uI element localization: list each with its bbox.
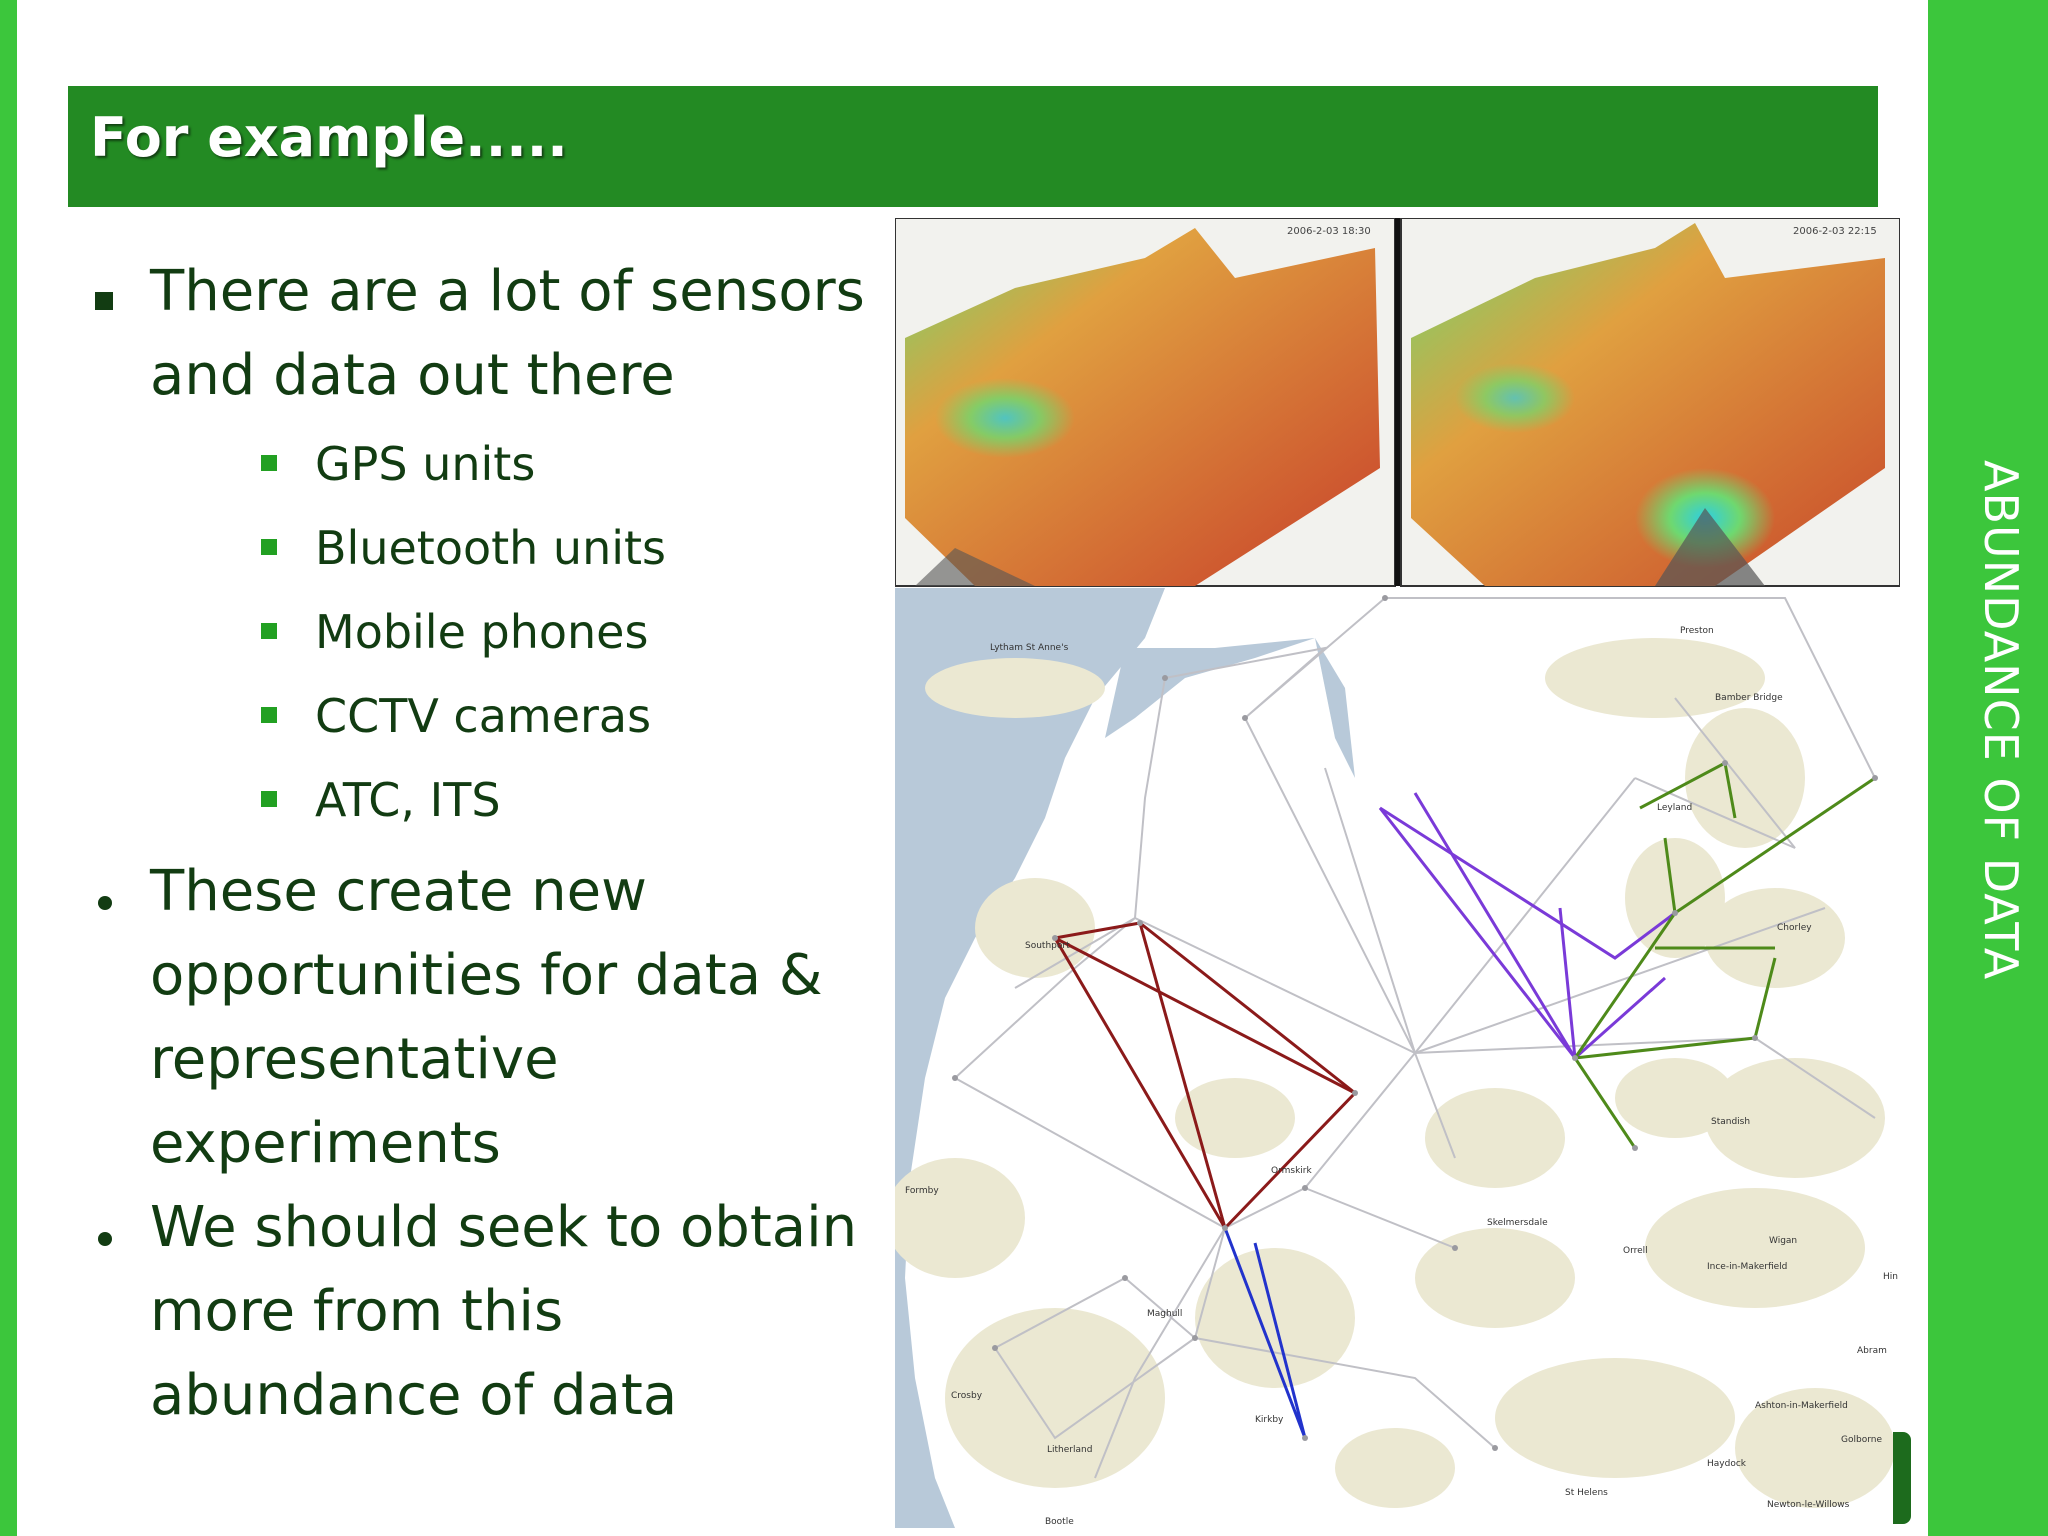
network-links-grey <box>954 597 1876 1479</box>
sub-bullet-text: GPS units <box>315 437 536 491</box>
place-label: Skelmersdale <box>1487 1218 1548 1228</box>
side-title: ABUNDANCE OF DATA <box>1974 460 2028 981</box>
place-label: Lytham St Anne's <box>990 643 1069 653</box>
place-label: St Helens <box>1565 1488 1608 1498</box>
sub-bullet-item: GPS units <box>95 422 875 506</box>
place-label: Leyland <box>1657 803 1692 813</box>
bullet-list: There are a lot of sensors and data out … <box>95 250 875 1438</box>
sea-area <box>895 588 1165 1528</box>
square-bullet-marker <box>95 250 135 334</box>
heatmap-right: 2006-2-03 22:15 <box>1400 217 1901 587</box>
side-band <box>1928 0 2048 1536</box>
round-bullet-marker <box>95 850 135 934</box>
place-label: Kirkby <box>1255 1415 1284 1425</box>
place-label: Golborne <box>1841 1435 1882 1445</box>
heatmap-left-timestamp: 2006-2-03 18:30 <box>1287 226 1371 237</box>
bullet-item: There are a lot of sensors and data out … <box>95 250 875 418</box>
bullet-item: We should seek to obtain more from this … <box>95 1186 875 1438</box>
place-label: Newton-le-Willows <box>1767 1500 1850 1510</box>
estuary-area <box>1105 638 1315 738</box>
place-label: Bamber Bridge <box>1715 693 1783 703</box>
place-label: Ormskirk <box>1271 1166 1312 1176</box>
figure-panel: 2006-2-03 18:30 2006-2-03 22:15 <box>885 217 1901 1528</box>
round-bullet-marker <box>95 1186 135 1270</box>
bullet-text: We should seek to obtain more from this … <box>150 1195 858 1428</box>
place-label: Haydock <box>1707 1459 1747 1469</box>
sub-bullet-item: CCTV cameras <box>95 674 875 758</box>
sub-bullet-item: Mobile phones <box>95 590 875 674</box>
sub-bullet-item: Bluetooth units <box>95 506 875 590</box>
place-label: Preston <box>1680 626 1714 636</box>
network-nodes <box>952 595 1878 1451</box>
figure-graphic: 2006-2-03 18:30 2006-2-03 22:15 <box>885 217 1901 1528</box>
place-label: Hin <box>1883 1272 1898 1282</box>
network-map: Lytham St Anne's Preston Bamber Bridge L… <box>885 588 1900 1528</box>
place-label: Crosby <box>951 1391 983 1401</box>
place-label: Ince-in-Makerfield <box>1707 1262 1787 1272</box>
bullet-item: These create new opportunities for data … <box>95 850 875 1186</box>
place-label: Ashton-in-Makerfield <box>1755 1401 1848 1411</box>
place-label: Bootle <box>1045 1517 1074 1527</box>
sub-bullet-text: Bluetooth units <box>315 521 667 575</box>
bullet-text: There are a lot of sensors and data out … <box>150 259 865 408</box>
heatmap-left: 2006-2-03 18:30 <box>894 217 1396 587</box>
sub-bullet-text: CCTV cameras <box>315 689 652 743</box>
heatmap-divider <box>1395 218 1401 586</box>
place-label: Litherland <box>1047 1445 1092 1455</box>
heatmap-right-timestamp: 2006-2-03 22:15 <box>1793 226 1877 237</box>
place-label: Wigan <box>1769 1236 1797 1246</box>
place-label: Maghull <box>1147 1309 1182 1319</box>
bullet-text: These create new opportunities for data … <box>150 859 823 1176</box>
left-border-stripe <box>0 0 17 1536</box>
place-label: Standish <box>1711 1117 1750 1127</box>
place-label: Chorley <box>1777 923 1812 933</box>
place-label: Abram <box>1857 1346 1887 1356</box>
place-label: Orrell <box>1623 1246 1648 1256</box>
corner-accent <box>1893 1432 1911 1524</box>
sub-bullet-text: Mobile phones <box>315 605 649 659</box>
sub-bullet-text: ATC, ITS <box>315 773 501 827</box>
place-labels: Lytham St Anne's Preston Bamber Bridge L… <box>905 626 1898 1527</box>
sub-bullet-list: GPS units Bluetooth units Mobile phones … <box>95 422 875 842</box>
place-label: Southport <box>1025 941 1070 951</box>
title-bar: For example..... <box>68 86 1878 207</box>
slide-title: For example..... <box>90 106 568 169</box>
place-label: Formby <box>905 1186 939 1196</box>
sub-bullet-item: ATC, ITS <box>95 758 875 842</box>
